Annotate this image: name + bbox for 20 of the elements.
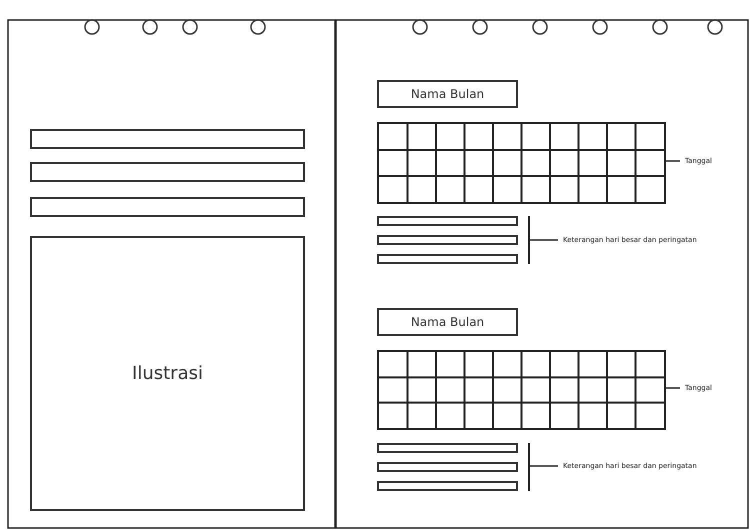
- text-bar: [377, 443, 518, 453]
- calendar-grid: [377, 122, 666, 204]
- calendar-grid: [377, 350, 666, 430]
- text-bar: [377, 235, 518, 245]
- leader-line: [666, 387, 680, 389]
- text-bar: [377, 254, 518, 264]
- text-bar: [377, 462, 518, 472]
- text-bar: [30, 197, 305, 217]
- text-bar: [377, 216, 518, 226]
- bracket-line: [528, 216, 530, 264]
- text-bar: [30, 129, 305, 149]
- leader-line: [530, 239, 558, 241]
- text-bar: [30, 162, 305, 182]
- bracket-line: [528, 443, 530, 491]
- month-name-box: Nama Bulan: [377, 308, 518, 336]
- leader-line: [666, 160, 680, 162]
- month-name-box: Nama Bulan: [377, 80, 518, 108]
- illustration-box: Ilustrasi: [30, 236, 305, 511]
- leader-line: [530, 465, 558, 467]
- text-bar: [377, 481, 518, 491]
